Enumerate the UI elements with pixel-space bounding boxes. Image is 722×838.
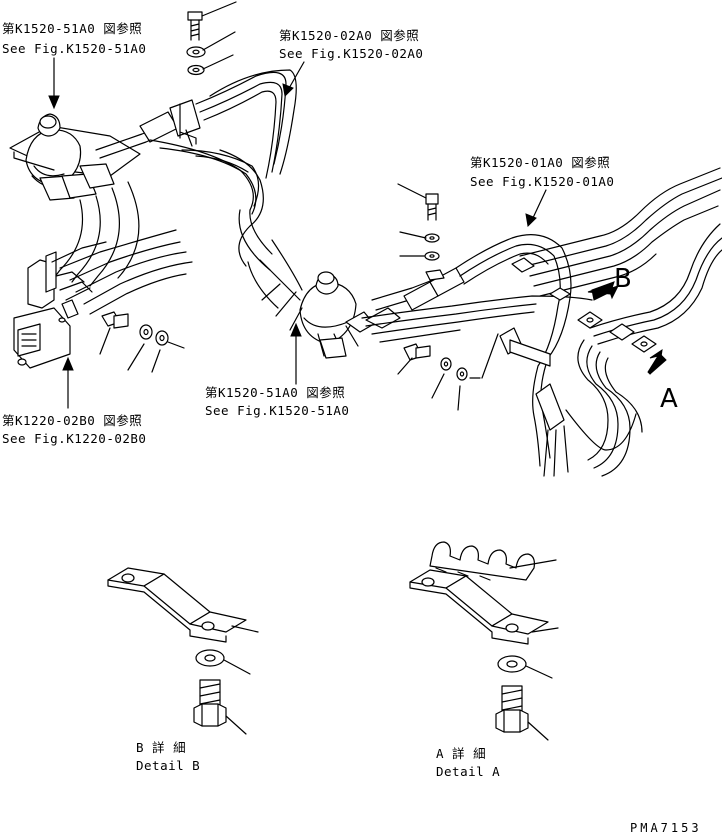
left-control-lever — [9, 113, 141, 201]
drawing-code: PMA7153 — [630, 821, 702, 835]
view-arrow-a — [647, 348, 667, 375]
detail-b-jp: B 詳 細 — [136, 740, 186, 755]
center-control-lever — [238, 209, 401, 359]
ref-top-mid-jp: 第K1520-02A0 図参照 — [279, 28, 419, 43]
view-label-a: A — [660, 384, 678, 414]
right-harness-bundle — [499, 167, 722, 477]
detail-b-en: Detail B — [136, 758, 200, 773]
left-connector-block — [13, 229, 193, 369]
center-harness — [361, 234, 637, 477]
left-cable-loop — [53, 139, 264, 287]
ref-bottom-mid-jp: 第K1520-51A0 図参照 — [205, 385, 345, 400]
ref-top-left-jp: 第K1520-51A0 図参照 — [2, 21, 142, 36]
ref-top-mid-en: See Fig.K1520-02A0 — [279, 46, 423, 61]
view-arrow-b — [587, 281, 619, 301]
connector-bolt-set — [99, 311, 185, 373]
view-label-b: B — [614, 264, 632, 294]
leader-lines — [48, 57, 547, 409]
ref-bottom-mid-en: See Fig.K1520-51A0 — [205, 403, 349, 418]
center-lower-bolt — [397, 333, 499, 411]
ref-bottom-left-en: See Fig.K1220-02B0 — [2, 431, 146, 446]
detail-a-bracket — [409, 541, 559, 741]
ref-right-en: See Fig.K1520-01A0 — [470, 174, 614, 189]
detail-a-en: Detail A — [436, 764, 500, 779]
upper-bolt-stack — [186, 1, 237, 76]
detail-a-jp: A 詳 細 — [436, 746, 486, 761]
detail-b-bracket — [107, 567, 259, 735]
ref-top-left-en: See Fig.K1520-51A0 — [2, 41, 146, 56]
ref-bottom-left-jp: 第K1220-02B0 図参照 — [2, 413, 142, 428]
ref-right-jp: 第K1520-01A0 図参照 — [470, 155, 610, 170]
left-lever-cables — [95, 69, 297, 179]
center-bolt-stack — [397, 183, 445, 281]
